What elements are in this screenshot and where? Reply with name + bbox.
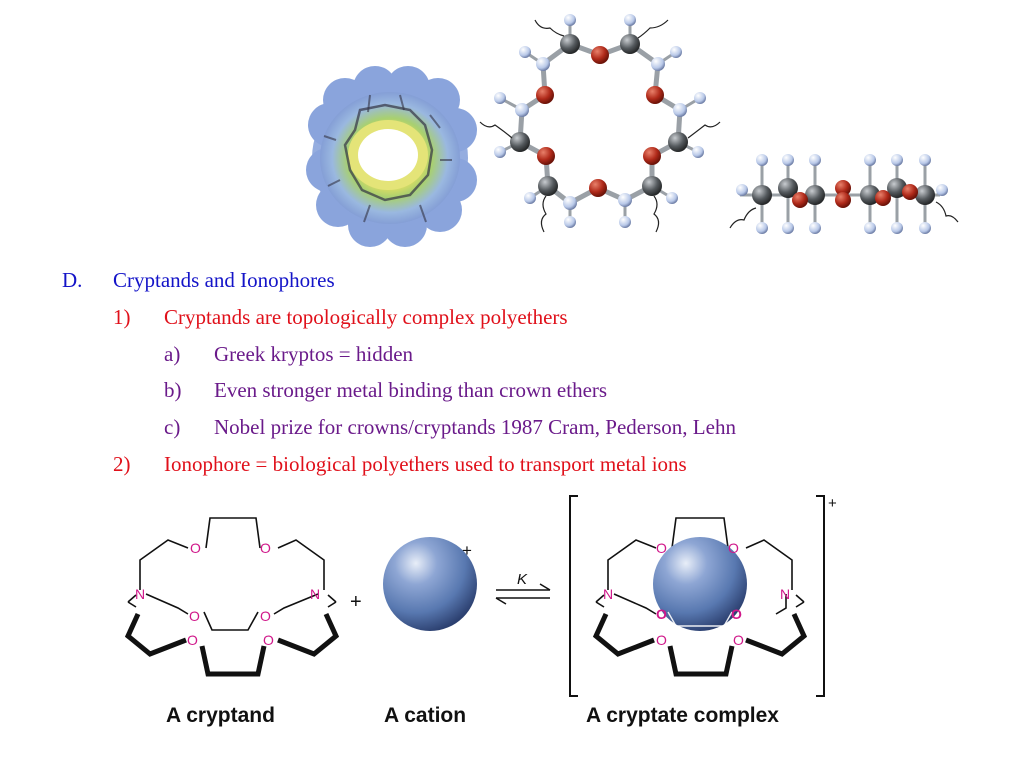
plus-sign: + bbox=[350, 591, 362, 613]
cryptand-oxygen-mid-left: O bbox=[189, 608, 200, 624]
cryptand-oxygen-top-right: O bbox=[260, 540, 271, 556]
cation-sphere bbox=[383, 537, 477, 631]
outline-item-b: Even stronger metal binding than crown e… bbox=[214, 378, 608, 402]
outline-heading-d: Cryptands and Ionophores bbox=[113, 268, 335, 292]
equilibrium-arrows bbox=[495, 583, 551, 605]
complex-oxygen-top-right: O bbox=[728, 540, 739, 556]
complex-charge: + bbox=[828, 495, 837, 512]
complex-oxygen-top-left: O bbox=[656, 540, 667, 556]
side-view-model bbox=[729, 154, 959, 234]
cryptand-atoms: O O N N O O O O bbox=[135, 540, 320, 648]
complex-oxygen-low-right: O bbox=[733, 632, 744, 648]
caption-cryptand: A cryptand bbox=[166, 704, 275, 727]
complex-oxygen-mid-right: O bbox=[731, 606, 742, 622]
crown-ether-models bbox=[306, 14, 959, 247]
cryptand-structure bbox=[124, 517, 340, 677]
cryptand-oxygen-low-right: O bbox=[263, 632, 274, 648]
outline-item-a: Greek kryptos = hidden bbox=[214, 342, 414, 366]
cation-charge: + bbox=[462, 541, 472, 560]
complex-nitrogen-left: N bbox=[603, 586, 613, 602]
complex-cation-sphere bbox=[653, 537, 747, 631]
outline-marker-c: c) bbox=[164, 415, 181, 439]
cryptand-oxygen-low-left: O bbox=[187, 632, 198, 648]
ball-and-stick-ring bbox=[479, 14, 721, 233]
outline-item-2: Ionophore = biological polyethers used t… bbox=[164, 452, 687, 476]
electrostatic-map bbox=[306, 66, 477, 247]
equilibrium-constant: K bbox=[517, 571, 528, 588]
caption-cation: A cation bbox=[384, 704, 467, 727]
cryptand-nitrogen-left: N bbox=[135, 586, 145, 602]
caption-cryptate-complex: A cryptate complex bbox=[586, 704, 779, 727]
cryptand-oxygen-mid-right: O bbox=[260, 608, 271, 624]
cryptand-oxygen-top-left: O bbox=[190, 540, 201, 556]
outline-marker-b: b) bbox=[164, 378, 182, 402]
cryptate-scheme: O O N N O O O O + + K + bbox=[124, 495, 837, 697]
outline-marker-1: 1) bbox=[113, 305, 131, 329]
outline-marker-d: D. bbox=[62, 268, 83, 292]
cryptand-nitrogen-right: N bbox=[310, 586, 320, 602]
outline-marker-a: a) bbox=[164, 342, 181, 366]
complex-brackets bbox=[569, 495, 825, 697]
complex-oxygen-low-left: O bbox=[656, 632, 667, 648]
outline-item-c: Nobel prize for crowns/cryptands 1987 Cr… bbox=[214, 415, 736, 439]
complex-oxygen-mid-left: O bbox=[656, 606, 667, 622]
outline-item-1: Cryptands are topologically complex poly… bbox=[164, 305, 568, 329]
complex-nitrogen-right: N bbox=[780, 586, 790, 602]
cryptate-complex-structure bbox=[592, 517, 808, 677]
complex-atoms: O O N N O O O O bbox=[603, 540, 790, 648]
outline-marker-2: 2) bbox=[113, 452, 131, 476]
